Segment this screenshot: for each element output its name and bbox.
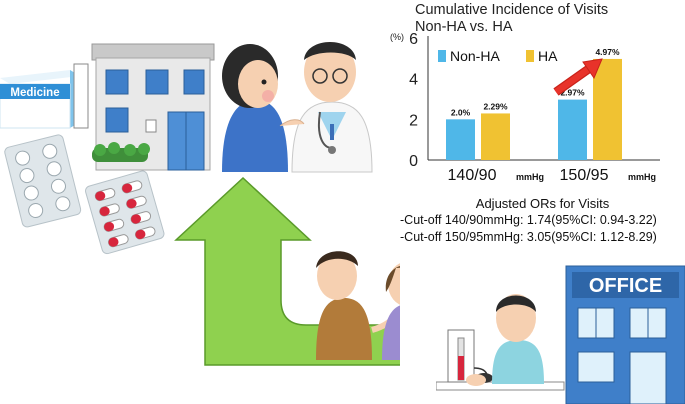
capsule-blister-pack-icon xyxy=(85,170,165,255)
bar-non-ha-1 xyxy=(558,99,587,160)
patient-figure-icon xyxy=(222,44,288,172)
bar-data-label: 2.0% xyxy=(451,107,471,117)
ors-line-2: -Cut-off 150/95mmHg: 3.05(95%CI: 1.12-8.… xyxy=(400,230,657,244)
x-category-unit: mmHg xyxy=(628,172,656,182)
adjusted-ors-block: Adjusted ORs for Visits -Cut-off 140/90m… xyxy=(400,195,685,246)
x-category-label: 140/90 xyxy=(448,167,497,184)
y-unit-label: (%) xyxy=(390,32,404,42)
bar-ha-1 xyxy=(593,58,622,161)
y-tick-label: 2 xyxy=(409,112,418,129)
x-category-unit: mmHg xyxy=(516,172,544,182)
bar-data-label: 2.29% xyxy=(483,101,508,111)
illustration-svg: Medicine xyxy=(0,42,400,366)
chart-title: Cumulative Incidence of Visits xyxy=(415,2,609,18)
blood-pressure-monitor-icon xyxy=(447,329,493,383)
office-building-icon: OFFICE xyxy=(565,265,685,404)
ors-line-1: -Cut-off 140/90mmHg: 1.74(95%CI: 0.94-3.… xyxy=(400,213,657,227)
pill-blister-pack-icon xyxy=(4,134,82,228)
bar-ha-0 xyxy=(481,113,510,160)
red-increase-arrow-icon xyxy=(553,58,603,96)
medicine-box-icon: Medicine xyxy=(0,70,80,129)
chart-subtitle: Non-HA vs. HA xyxy=(415,19,513,35)
hospital-building-icon xyxy=(73,43,215,171)
couple-talking-icon xyxy=(316,251,400,360)
bar-non-ha-0 xyxy=(446,119,475,160)
patient-measuring-bp-icon xyxy=(466,294,544,386)
bar-data-label: 4.97% xyxy=(595,47,620,57)
bar-data-label: 2.97% xyxy=(560,88,585,98)
big-green-arrow-icon xyxy=(174,176,400,366)
bar-chart: (%) 0 2 4 6 2.0% 2.29% 140/90 mmHg 2.97% 4.97% 150/… xyxy=(390,31,660,184)
ors-heading: Adjusted ORs for Visits xyxy=(475,196,610,211)
y-tick-label: 0 xyxy=(409,153,418,170)
office-scene-svg: OFFICE xyxy=(436,265,685,404)
doctor-figure-icon xyxy=(279,42,373,173)
legend-swatch-ha xyxy=(526,50,534,62)
legend-swatch-non-ha xyxy=(438,50,446,62)
y-tick-label: 4 xyxy=(409,72,418,89)
x-category-label: 150/95 xyxy=(560,167,609,184)
legend-label: Non-HA xyxy=(450,48,500,64)
office-sign-label: OFFICE xyxy=(589,275,662,297)
y-tick-label: 6 xyxy=(409,31,418,48)
chart-title-block: Cumulative Incidence of Visits Non-HA vs… xyxy=(415,2,683,36)
medicine-box-label: Medicine xyxy=(10,87,59,99)
legend-label: HA xyxy=(538,48,558,64)
